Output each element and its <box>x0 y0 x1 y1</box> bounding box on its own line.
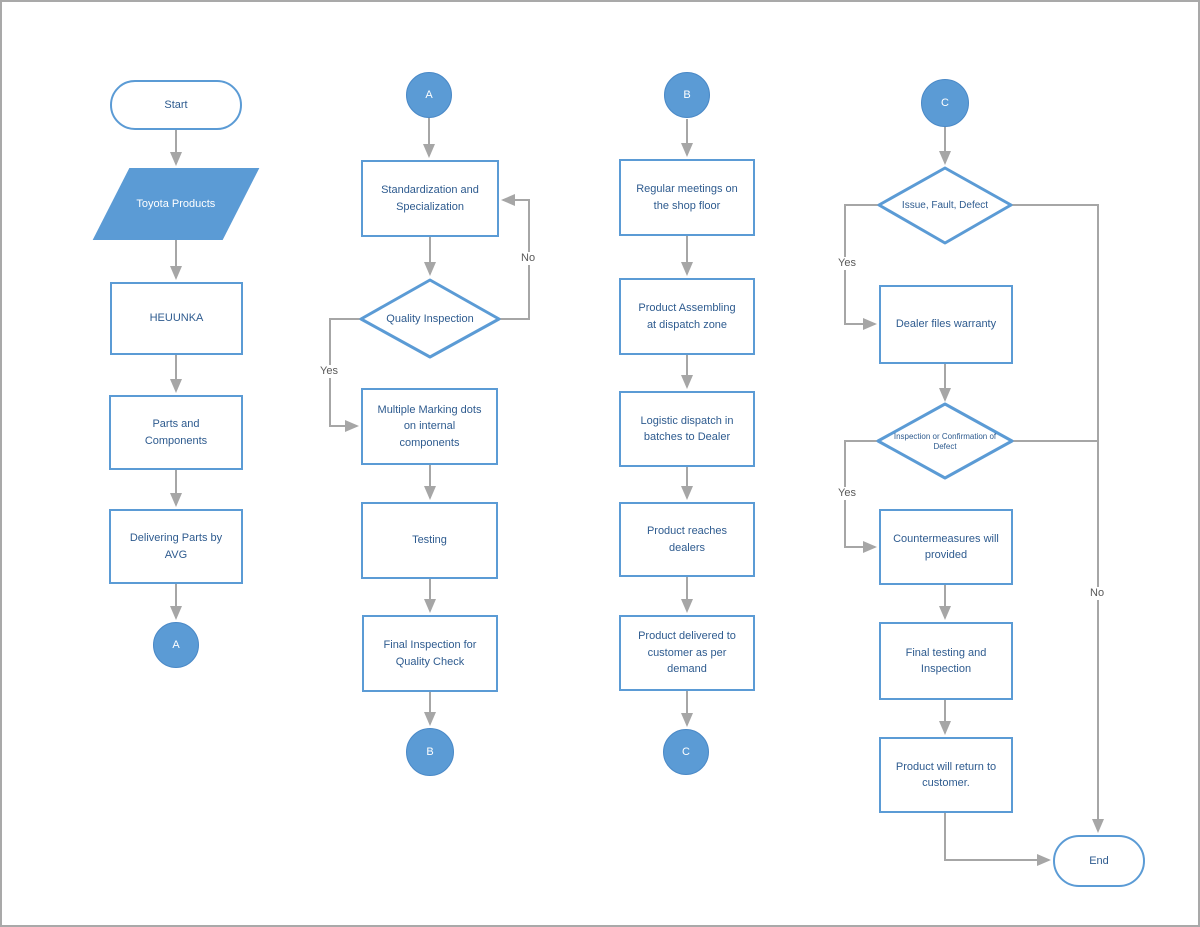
delivering-parts-node: Delivering Parts by AVG <box>109 509 243 584</box>
final-testing-node: Final testing and Inspection <box>879 622 1013 700</box>
multiple-marking-node: Multiple Marking dots on internal compon… <box>361 388 498 465</box>
connector-a-out-node: A <box>153 622 199 668</box>
edge-label-yes1-col4: Yes <box>836 257 858 271</box>
decision-issue-fault-defect-label: Issue, Fault, Defect <box>901 199 989 211</box>
logistic-dispatch-node: Logistic dispatch in batches to Dealer <box>619 391 755 467</box>
connector-b-out-node: B <box>406 728 454 776</box>
connector-c-in-node: C <box>921 79 969 127</box>
connector-a-in-node: A <box>406 72 452 118</box>
end-node: End <box>1053 835 1145 887</box>
start-node: Start <box>110 80 242 130</box>
connector-c-out-node: C <box>663 729 709 775</box>
edge-label-no-col2: No <box>519 252 538 266</box>
toyota-products-node: Toyota Products <box>92 168 260 240</box>
product-delivered-node: Product delivered to customer as per dem… <box>619 615 755 691</box>
dealer-files-warranty-node: Dealer files warranty <box>879 285 1013 364</box>
toyota-products-label: Toyota Products <box>136 197 216 210</box>
product-reaches-node: Product reaches dealers <box>619 502 755 577</box>
edge-label-no-col4: No <box>1088 587 1107 601</box>
regular-meetings-node: Regular meetings on the shop floor <box>619 159 755 236</box>
product-return-node: Product will return to customer. <box>879 737 1013 813</box>
edge-label-yes-col2: Yes <box>318 365 340 379</box>
countermeasures-node: Countermeasures will provided <box>879 509 1013 585</box>
connector-b-in-node: B <box>664 72 710 118</box>
final-inspection-node: Final Inspection for Quality Check <box>362 615 498 692</box>
parts-components-node: Parts and Components <box>109 395 243 470</box>
edge-label-yes2-col4: Yes <box>836 487 858 501</box>
product-assembling-node: Product Assembling at dispatch zone <box>619 278 755 355</box>
testing-node: Testing <box>361 502 498 579</box>
standardization-node: Standardization and Specialization <box>361 160 499 237</box>
heuunka-node: HEUUNKA <box>110 282 243 355</box>
decision-quality-inspection-label: Quality Inspection <box>386 312 474 325</box>
decision-inspection-confirmation-label: Inspection or Confirmation of Defect <box>893 431 997 451</box>
